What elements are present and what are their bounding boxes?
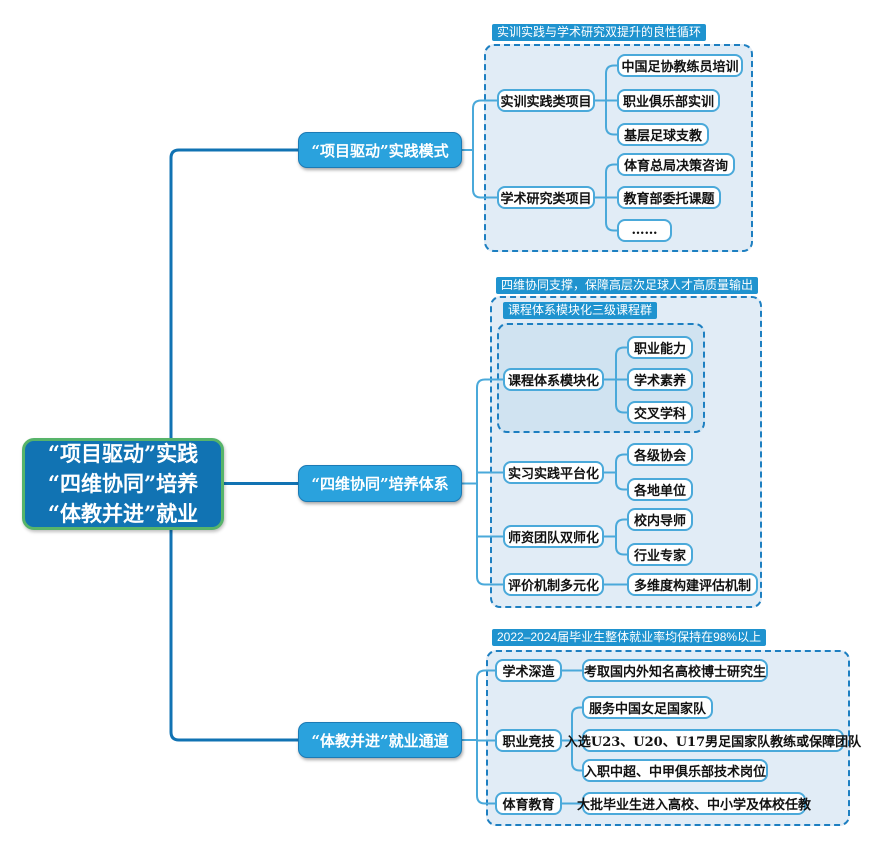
branch-node-project-driven[interactable]: “项目驱动”实践模式 xyxy=(298,132,462,168)
branch-node-employment[interactable]: “体教并进”就业通道 xyxy=(298,722,462,758)
leaf-node-academic-literacy[interactable]: 学术素养 xyxy=(627,368,693,391)
group-node-professional-competition[interactable]: 职业竞技 xyxy=(495,729,562,752)
leaf-node-youth-national-teams[interactable]: 入选U23、U20、U17男足国家队教练或保障团队 xyxy=(565,729,861,752)
tag-employment: 2022–2024届毕业生整体就业率均保持在98%以上 xyxy=(492,629,767,646)
leaf-node-associations[interactable]: 各级协会 xyxy=(627,443,693,466)
tag-curriculum-modules: 课程体系模块化三级课程群 xyxy=(503,302,658,319)
root-line-1: “项目驱动”实践 xyxy=(47,441,199,466)
root-node[interactable]: “项目驱动”实践 “四维协同”培养 “体教并进”就业 xyxy=(22,438,224,530)
leaf-node-interdisciplinary[interactable]: 交叉学科 xyxy=(627,401,693,424)
group-node-physical-education[interactable]: 体育教育 xyxy=(495,792,562,815)
group-node-internship-platform[interactable]: 实习实践平台化 xyxy=(503,461,604,484)
root-line-2: “四维协同”培养 xyxy=(47,471,199,496)
group-node-dual-qualified-faculty[interactable]: 师资团队双师化 xyxy=(503,525,604,548)
group-node-academic-research-projects[interactable]: 学术研究类项目 xyxy=(497,186,595,209)
group-node-practical-training-projects[interactable]: 实训实践类项目 xyxy=(497,89,595,112)
leaf-node-pro-club-training[interactable]: 职业俱乐部实训 xyxy=(617,89,720,112)
root-line-3: “体教并进”就业 xyxy=(47,501,199,526)
container-project-driven xyxy=(484,44,753,252)
group-node-modular-curriculum[interactable]: 课程体系模块化 xyxy=(503,368,604,391)
leaf-node-professional-ability[interactable]: 职业能力 xyxy=(627,336,693,359)
leaf-node-moe-commissioned-projects[interactable]: 教育部委托课题 xyxy=(617,186,721,209)
leaf-node-grassroots-football-teaching[interactable]: 基层足球支教 xyxy=(617,123,709,146)
leaf-node-cfa-coach-training[interactable]: 中国足协教练员培训 xyxy=(617,54,743,77)
group-node-diversified-evaluation[interactable]: 评价机制多元化 xyxy=(503,573,604,596)
leaf-node-industry-experts[interactable]: 行业专家 xyxy=(627,543,693,566)
leaf-node-club-technical-positions[interactable]: 入职中超、中甲俱乐部技术岗位 xyxy=(582,759,768,782)
group-node-academic-advancement[interactable]: 学术深造 xyxy=(495,659,562,682)
leaf-node-graduates-teaching[interactable]: 大批毕业生进入高校、中小学及体校任教 xyxy=(577,792,811,815)
leaf-node-sport-administration-consulting[interactable]: 体育总局决策咨询 xyxy=(617,153,735,176)
branch-node-four-dimension[interactable]: “四维协同”培养体系 xyxy=(298,465,462,502)
leaf-node-multidimensional-evaluation[interactable]: 多维度构建评估机制 xyxy=(627,573,758,596)
tag-project-driven: 实训实践与学术研究双提升的良性循环 xyxy=(492,24,707,41)
leaf-node-ellipsis[interactable]: …… xyxy=(617,219,672,242)
leaf-node-campus-mentors[interactable]: 校内导师 xyxy=(627,508,693,531)
leaf-node-womens-national-team[interactable]: 服务中国女足国家队 xyxy=(582,696,713,719)
sub-connectors xyxy=(461,64,628,805)
tag-four-dimension: 四维协同支撑，保障高层次足球人才高质量输出 xyxy=(496,277,759,294)
leaf-node-phd-admission[interactable]: 考取国内外知名高校博士研究生 xyxy=(582,659,768,682)
leaf-node-local-units[interactable]: 各地单位 xyxy=(627,478,693,501)
